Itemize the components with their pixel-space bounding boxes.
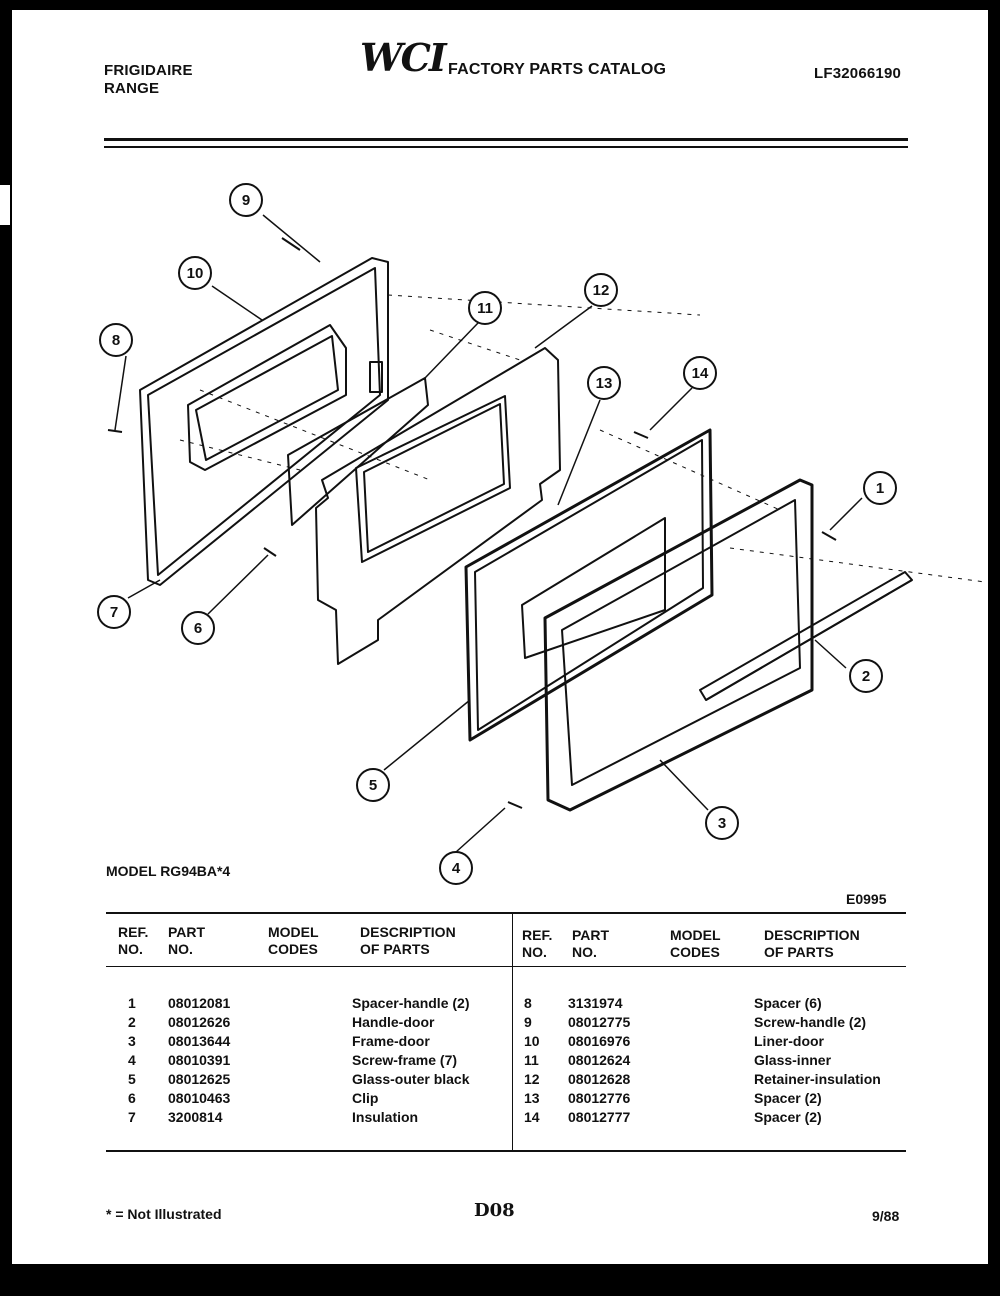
- table-cell: 4: [128, 1052, 136, 1068]
- table-cell: 08012081: [168, 995, 231, 1011]
- desc-column-left: Spacer-handle (2) Handle-door Frame-door…: [352, 994, 470, 1127]
- table-cell: 08012624: [568, 1052, 631, 1068]
- brand-name: FRIGIDAIRE: [104, 62, 193, 79]
- wci-logo: WCI: [360, 35, 447, 80]
- table-cell: 8: [524, 995, 532, 1011]
- table-cell: 9: [524, 1014, 532, 1030]
- callout-11: 11: [477, 300, 493, 317]
- not-illustrated-note: * = Not Illustrated: [106, 1206, 222, 1222]
- callout-9: 9: [242, 192, 250, 209]
- callout-10: 10: [187, 265, 204, 282]
- table-cell: 13: [524, 1090, 540, 1106]
- table-cell: Liner-door: [754, 1033, 824, 1049]
- scan-margin-mark: [0, 185, 10, 225]
- table-cell: 3131974: [568, 995, 623, 1011]
- table-cell: 08012775: [568, 1014, 631, 1030]
- table-cell: 14: [524, 1109, 540, 1125]
- header-rule-top: [104, 138, 908, 141]
- table-cell: 08013644: [168, 1033, 231, 1049]
- table-cell: 08010463: [168, 1090, 231, 1106]
- table-cell: 3: [128, 1033, 136, 1049]
- table-cell: Screw-handle (2): [754, 1014, 867, 1030]
- table-cell: Insulation: [352, 1109, 419, 1125]
- table-cell: 2: [128, 1014, 136, 1030]
- ref-column-right: 8 9 10 11 12 13 14: [524, 994, 540, 1127]
- table-cell: Glass-outer black: [352, 1071, 470, 1087]
- header-ref-left: REF.NO.: [118, 924, 149, 957]
- callout-8: 8: [112, 332, 120, 349]
- model-number: MODEL RG94BA*4: [106, 863, 231, 879]
- table-cell: 08010391: [168, 1052, 231, 1068]
- table-cell: 08016976: [568, 1033, 631, 1049]
- table-cell: Spacer-handle (2): [352, 995, 470, 1011]
- table-cell: Spacer (6): [754, 995, 822, 1011]
- table-cell: 08012626: [168, 1014, 231, 1030]
- table-cell: 1: [128, 995, 136, 1011]
- table-cell: 08012777: [568, 1109, 631, 1125]
- callout-7: 7: [110, 604, 118, 621]
- callout-14: 14: [692, 365, 709, 382]
- table-cell: 5: [128, 1071, 136, 1087]
- table-divider: [512, 912, 513, 1150]
- header-ref-right: REF.NO.: [522, 927, 553, 960]
- part-column-left: 08012081 08012626 08013644 08010391 0801…: [168, 994, 230, 1127]
- table-cell: Clip: [352, 1090, 379, 1106]
- callout-2: 2: [862, 668, 870, 685]
- ref-column-left: 1 2 3 4 5 6 7: [128, 994, 136, 1127]
- page-code: D08: [474, 1200, 515, 1221]
- part-column-right: 3131974 08012775 08016976 08012624 08012…: [568, 994, 630, 1127]
- callout-12: 12: [593, 282, 610, 299]
- table-cell: 11: [524, 1052, 539, 1068]
- table-cell: 3200814: [168, 1109, 223, 1125]
- callout-3: 3: [718, 815, 726, 832]
- drawing-code: E0995: [846, 891, 887, 907]
- table-cell: 08012625: [168, 1071, 231, 1087]
- product-name: RANGE: [104, 80, 160, 97]
- callout-6: 6: [194, 620, 202, 637]
- catalog-date: 9/88: [872, 1208, 900, 1224]
- catalog-title: FACTORY PARTS CATALOG: [448, 61, 667, 78]
- catalog-number: LF32066190: [814, 65, 902, 82]
- table-rule-bottom: [106, 1150, 906, 1152]
- callout-4: 4: [452, 860, 461, 877]
- table-rule-header: [106, 966, 906, 967]
- callout-5: 5: [369, 777, 377, 794]
- callout-1: 1: [876, 480, 884, 497]
- catalog-page: [12, 10, 988, 1264]
- parts-table-body: 1 2 3 4 5 6 7 08012081 08012626 08013644…: [0, 994, 1000, 1134]
- desc-column-right: Spacer (6) Screw-handle (2) Liner-door G…: [754, 994, 881, 1127]
- table-cell: 12: [524, 1071, 540, 1087]
- table-cell: 6: [128, 1090, 136, 1106]
- table-cell: Retainer-insulation: [754, 1071, 881, 1087]
- exploded-parts-diagram: 1 2 3 4 5 6 7 8 9 10 11 12 13 14: [97, 183, 986, 885]
- table-cell: Handle-door: [352, 1014, 435, 1030]
- table-cell: 08012776: [568, 1090, 631, 1106]
- header-rule-bottom: [104, 146, 908, 148]
- table-cell: Frame-door: [352, 1033, 430, 1049]
- table-cell: 10: [524, 1033, 540, 1049]
- table-rule-top: [106, 912, 906, 914]
- table-cell: 7: [128, 1109, 136, 1125]
- table-cell: 08012628: [568, 1071, 631, 1087]
- table-cell: Spacer (2): [754, 1109, 822, 1125]
- table-cell: Glass-inner: [754, 1052, 832, 1068]
- callout-13: 13: [596, 375, 613, 392]
- table-cell: Spacer (2): [754, 1090, 822, 1106]
- table-cell: Screw-frame (7): [352, 1052, 458, 1068]
